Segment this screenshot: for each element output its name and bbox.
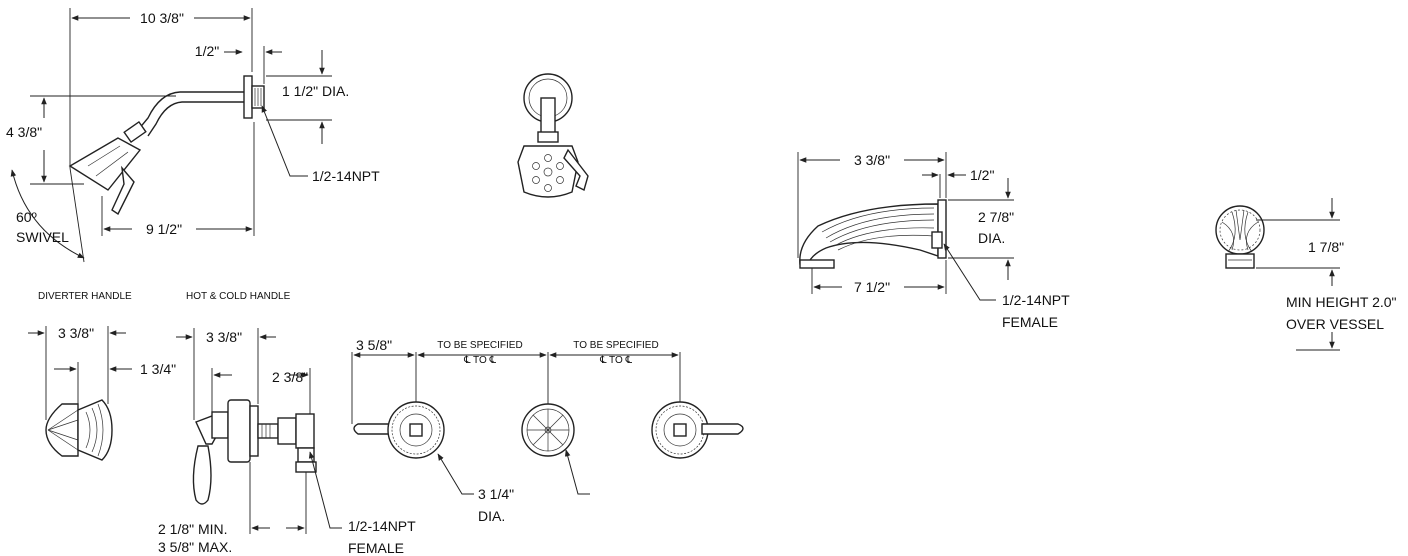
shower-head: [68, 137, 142, 191]
shower-side-view: 10 3/8" 1/2" 1 1/2" DIA. 4 3/8" 1/2-14NP…: [6, 8, 380, 263]
front-spec-cl-2: ℄ TO ℄: [599, 355, 633, 366]
diverter-title: DIVERTER HANDLE: [38, 291, 132, 302]
diverter-knob: [45, 403, 79, 457]
tub-spout-flange: [937, 199, 947, 259]
shower-front-view: [517, 73, 589, 198]
hot-cold-body: 2 3/8": [272, 369, 308, 385]
front-escutcheon-dia-label: DIA.: [478, 508, 505, 524]
front-right-lever: [701, 423, 744, 435]
front-escutcheon-dia: 3 1/4": [478, 486, 514, 502]
shower-flange-offset: 1/2": [195, 43, 219, 59]
hot-cold-escutcheon: [227, 399, 251, 463]
shower-swivel-label: SWIVEL: [16, 229, 69, 245]
shower-swivel-angle: 60º: [16, 209, 37, 225]
tub-spout-thread-type: FEMALE: [1002, 314, 1058, 330]
tub-spout-dia-value: 2 7/8": [978, 209, 1014, 225]
tub-spout-dia-label: DIA.: [978, 230, 1005, 246]
valve-front-view: 3 5/8" TO BE SPECIFIED ℄ TO ℄ TO BE SPEC…: [351, 337, 744, 524]
hot-cold-min-depth: 2 1/8" MIN.: [158, 521, 228, 537]
hot-cold-overall: 3 3/8": [206, 329, 242, 345]
shower-front-head: [517, 145, 579, 198]
front-spec-cl-1: ℄ TO ℄: [463, 355, 497, 366]
tub-spout-overall: 3 3/8": [854, 152, 890, 168]
vessel-handle-knob: [1215, 205, 1265, 255]
vessel-min-height-line2: OVER VESSEL: [1286, 316, 1384, 332]
hot-cold-thread-type: FEMALE: [348, 540, 404, 556]
front-spec-label-2: TO BE SPECIFIED: [573, 340, 658, 351]
diverter-handle-view: DIVERTER HANDLE 3 3/8" 1 3/4": [28, 291, 176, 461]
hot-cold-title: HOT & COLD HANDLE: [186, 291, 291, 302]
shower-reach: 9 1/2": [146, 221, 182, 237]
shower-overall-length: 10 3/8": [140, 10, 184, 26]
vessel-handle-height: 1 7/8": [1308, 239, 1344, 255]
vessel-handle-view: 1 7/8" MIN HEIGHT 2.0" OVER VESSEL: [1215, 198, 1397, 351]
shower-flange: [243, 75, 253, 119]
tub-spout-body: [799, 203, 939, 265]
hot-cold-valve-body: [295, 413, 315, 449]
tub-spout-reach: 7 1/2": [854, 279, 890, 295]
tub-spout-view: 3 3/8" 1/2" 2 7/8" DIA. 7 1/2" 1/2-14NPT…: [797, 152, 1070, 330]
hot-cold-side-view: HOT & COLD HANDLE 3 3/8" 2 3/8": [158, 291, 416, 556]
front-spec-label-1: TO BE SPECIFIED: [437, 340, 522, 351]
vessel-min-height-line1: MIN HEIGHT 2.0": [1286, 294, 1397, 310]
hot-cold-thread: 1/2-14NPT: [348, 518, 416, 534]
tub-spout-offset: 1/2": [970, 167, 994, 183]
diverter-escutcheon: [77, 399, 113, 461]
tub-spout-thread: 1/2-14NPT: [1002, 292, 1070, 308]
diverter-overall: 3 3/8": [58, 325, 94, 341]
shower-flange-dia: 1 1/2" DIA.: [282, 83, 349, 99]
hot-cold-lever: [192, 445, 212, 505]
diverter-depth: 1 3/4": [140, 361, 176, 377]
shower-height: 4 3/8": [6, 124, 42, 140]
hot-cold-max-depth: 3 5/8" MAX.: [158, 539, 232, 555]
shower-thread: 1/2-14NPT: [312, 168, 380, 184]
front-offset: 3 5/8": [356, 337, 392, 353]
